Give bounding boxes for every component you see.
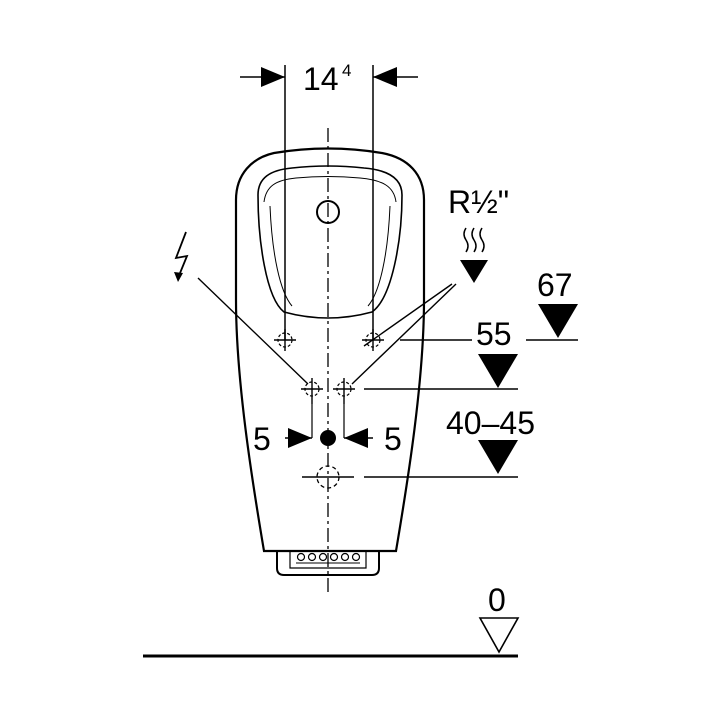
level-40-45-label: 40–45 <box>446 405 535 441</box>
heat-waves-icon <box>463 227 485 253</box>
level-55-label: 55 <box>476 316 512 352</box>
mid-right-cross <box>333 378 355 404</box>
lower-waste-cross <box>302 465 354 489</box>
lightning-bolt-icon <box>174 231 189 279</box>
water-inlet-arrow <box>460 260 488 283</box>
offset-dimension: 5 5 <box>253 421 402 457</box>
level-55-marker: 55 <box>364 316 518 390</box>
top-width-superscript: 4 <box>342 61 351 80</box>
water-connection-label: R½" <box>448 184 509 220</box>
level-0-label: 0 <box>488 582 506 618</box>
upper-left-cross <box>274 329 296 351</box>
top-width-value: 14 <box>303 61 339 97</box>
electrical-connection <box>174 231 309 385</box>
urinal-body <box>234 147 426 576</box>
left-offset-label: 5 <box>253 421 271 457</box>
level-40-45-marker: 40–45 <box>364 405 535 478</box>
center-dot <box>320 430 336 446</box>
level-0-marker: 0 <box>478 582 520 654</box>
top-width-dimension: 14 4 <box>240 61 418 340</box>
right-offset-label: 5 <box>384 421 402 457</box>
level-67-marker: 67 <box>526 267 578 341</box>
mid-left-cross <box>301 378 323 404</box>
connection-markers <box>274 329 384 489</box>
level-67-label: 67 <box>537 267 573 303</box>
water-connection: R½" <box>351 184 509 385</box>
